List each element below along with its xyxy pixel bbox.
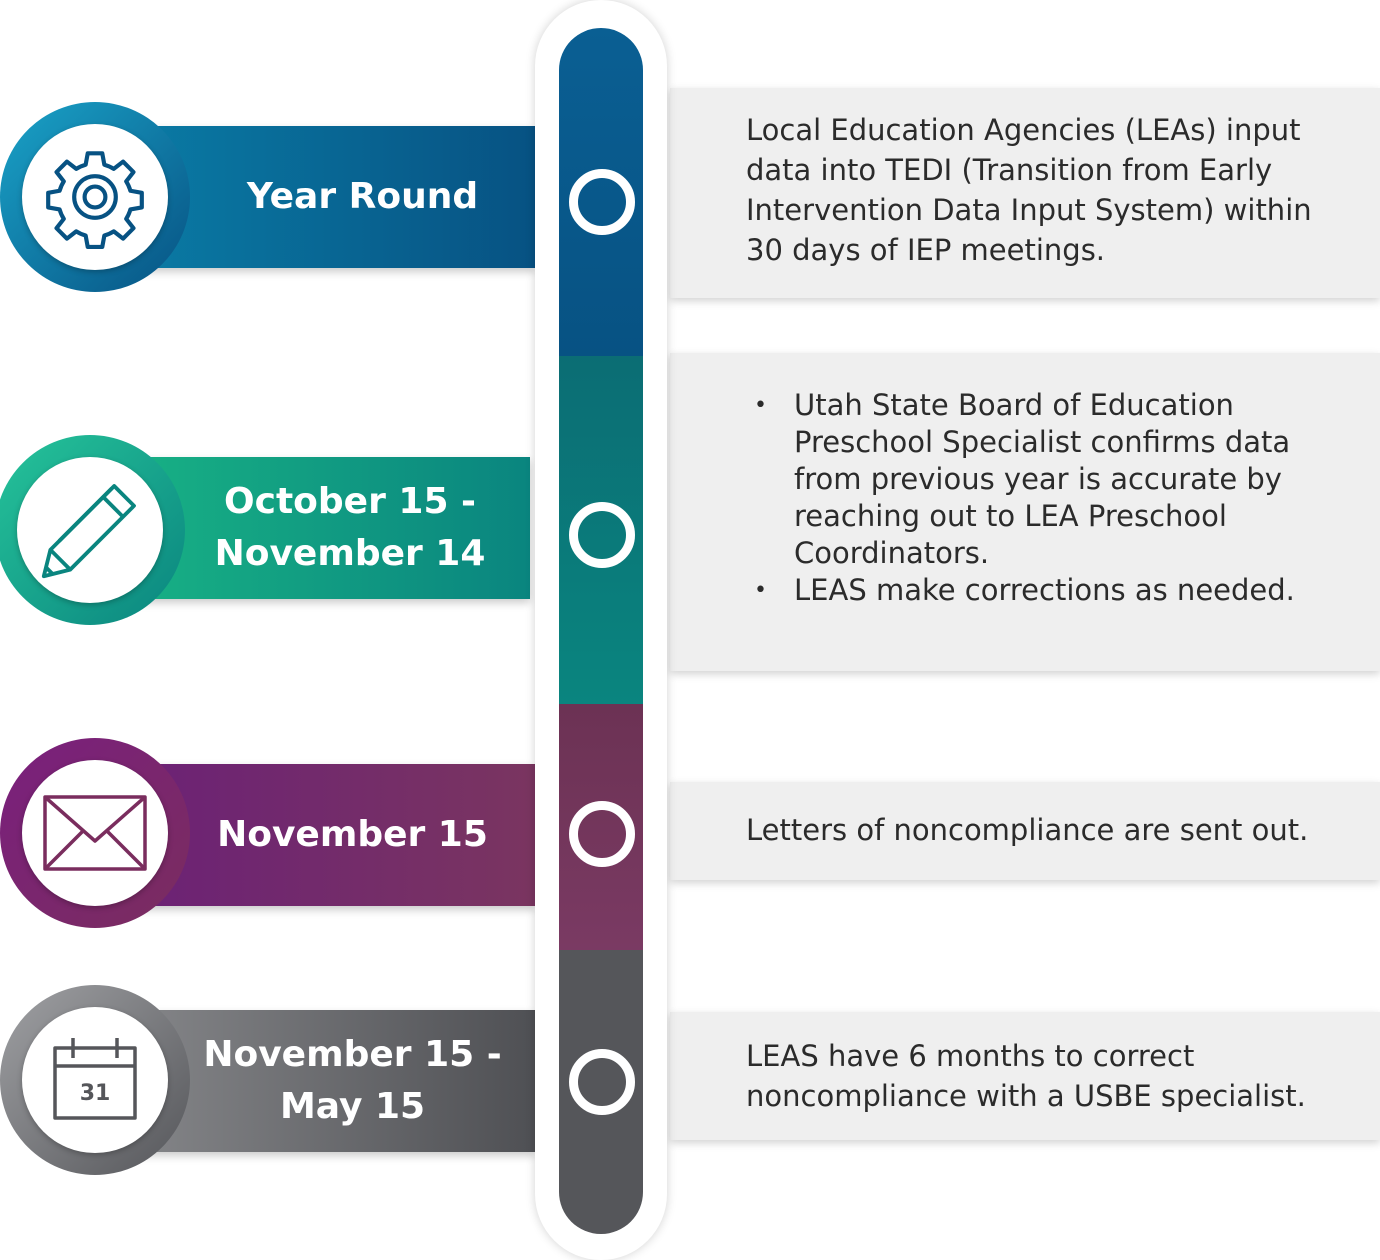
timeline-marker	[569, 169, 635, 235]
panel-november-may: LEAS have 6 months to correct noncomplia…	[670, 1012, 1380, 1140]
panel-year-round: Local Education Agencies (LEAs) input da…	[670, 88, 1380, 298]
banner-label: Year Round	[246, 176, 479, 217]
panel-text: Utah State Board of Education Preschool …	[746, 387, 1340, 609]
panel-text: Local Education Agencies (LEAs) input da…	[746, 113, 1312, 267]
envelope-disc	[0, 738, 190, 928]
gear-icon	[46, 151, 144, 249]
timeline-marker	[569, 502, 635, 568]
calendar-day: 31	[80, 1081, 111, 1106]
timeline-marker	[569, 1049, 635, 1115]
envelope-icon	[43, 795, 147, 871]
gear-disc	[0, 102, 190, 292]
banner-label: October 15 - November 14	[214, 481, 486, 574]
calendar-disc: 31	[0, 985, 190, 1175]
bullet-list: Utah State Board of Education Preschool …	[746, 387, 1340, 609]
calendar-icon: 31	[53, 1038, 137, 1120]
pencil-icon	[41, 484, 136, 579]
pencil-disc	[0, 435, 185, 625]
list-item: LEAS make corrections as needed.	[746, 572, 1340, 609]
panel-text: LEAS have 6 months to correct noncomplia…	[746, 1039, 1306, 1113]
panel-october: Utah State Board of Education Preschool …	[670, 353, 1380, 671]
timeline-marker	[569, 801, 635, 867]
panel-text: Letters of noncompliance are sent out.	[746, 813, 1309, 847]
banner-label: November 15	[217, 814, 488, 855]
banner-label: November 15 - May 15	[203, 1034, 502, 1127]
list-item: Utah State Board of Education Preschool …	[746, 387, 1340, 572]
panel-november-15: Letters of noncompliance are sent out.	[670, 782, 1380, 880]
